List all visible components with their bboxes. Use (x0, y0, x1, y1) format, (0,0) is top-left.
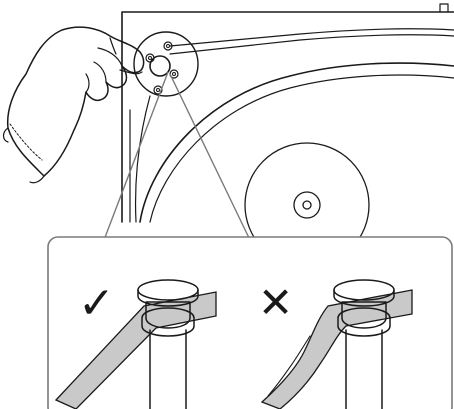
flange-screw-top (163, 41, 173, 51)
belt-straight (54, 291, 217, 409)
flange-screw-left (145, 53, 155, 63)
pulley-correct (137, 279, 199, 409)
drive-belt (134, 28, 454, 223)
check-icon: ✓ (78, 278, 115, 329)
motor-pulley (149, 55, 171, 77)
pulley-wrong (333, 279, 395, 409)
wrong-belt-example (260, 279, 413, 409)
correct-belt-example (54, 279, 217, 409)
motor-pulley-assembly (133, 31, 199, 97)
flange-screw-bottom (153, 85, 163, 95)
belt-twisted (260, 289, 413, 409)
zoom-guide-lines (103, 71, 251, 241)
cross-icon: ✕ (258, 278, 294, 327)
hand (2, 26, 145, 184)
spindle-ring (293, 191, 321, 219)
spindle (302, 200, 312, 210)
detail-callout (47, 236, 453, 409)
turntable-plinth (121, 3, 454, 223)
